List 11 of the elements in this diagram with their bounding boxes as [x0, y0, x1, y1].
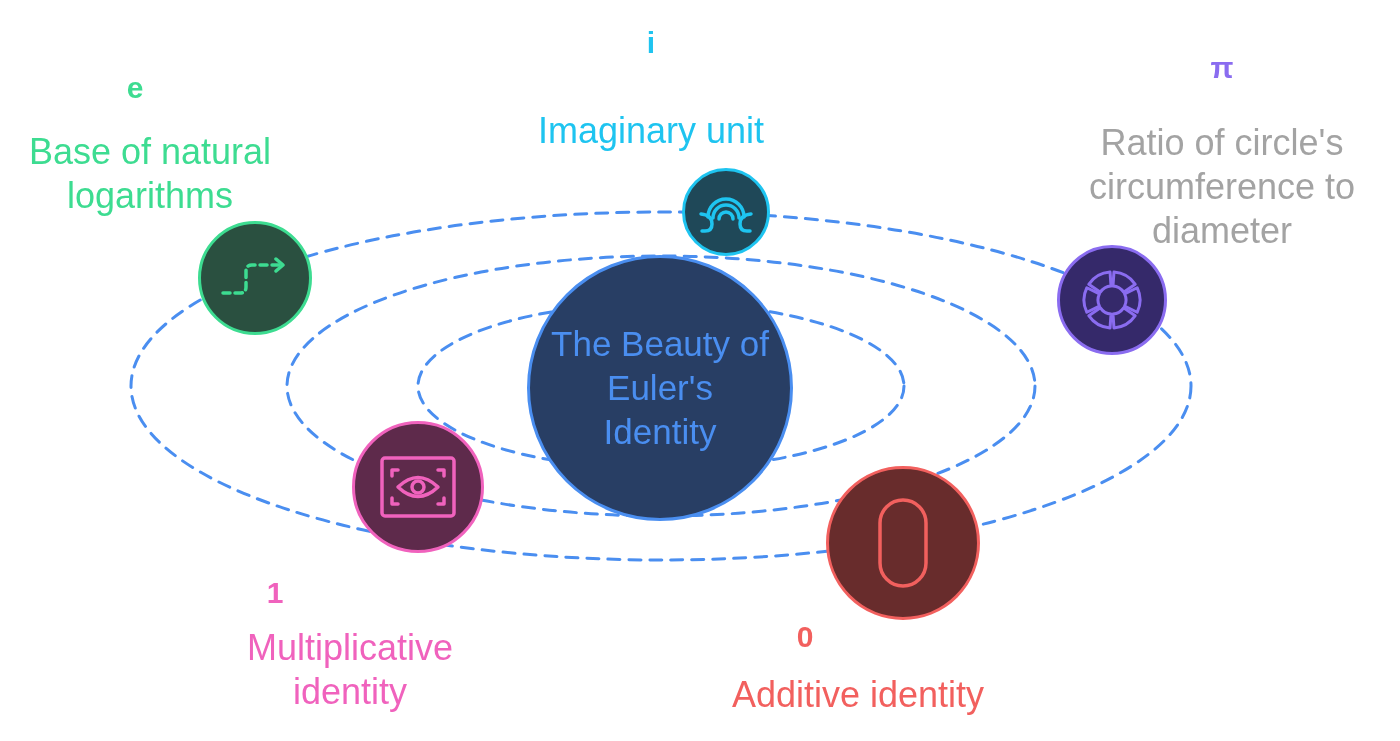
symbol-heading: π — [1209, 50, 1235, 86]
description-text: Multiplicative identity — [245, 626, 455, 714]
description-text: Imaginary unit — [536, 109, 766, 153]
description-text: Base of natural logarithms — [27, 130, 273, 218]
symbol-heading: e — [125, 70, 145, 106]
title-text: The Beauty of Euler's Identity — [550, 323, 770, 453]
description-text: Additive identity — [730, 673, 986, 717]
symbol-heading: 0 — [795, 619, 815, 655]
description-text: Ratio of circle's circumference to diameter — [1087, 121, 1357, 253]
symbol-heading: i — [645, 25, 657, 61]
symbol-heading: 1 — [265, 575, 285, 611]
